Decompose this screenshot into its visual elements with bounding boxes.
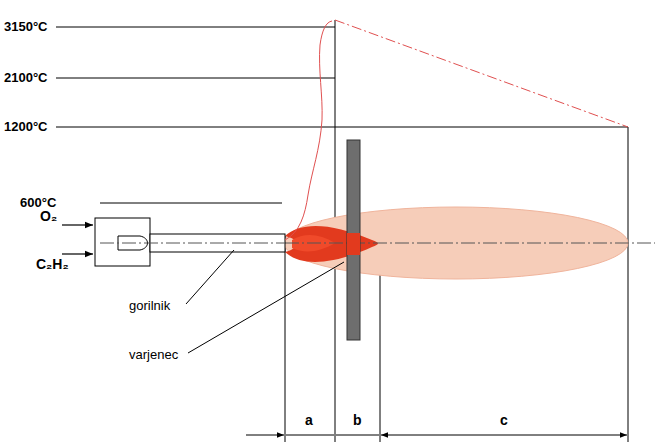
zone-label: b (353, 413, 362, 427)
temperature-label: 2100°C (4, 71, 48, 84)
part-label: gorilnik (127, 299, 172, 312)
zone-label: a (305, 413, 313, 427)
zone-label: c (500, 413, 508, 427)
temperature-label: 600°C (20, 196, 56, 209)
gas-label: C₂H₂ (36, 257, 69, 271)
part-label: varjenec (127, 348, 180, 361)
temperature-label: 1200°C (4, 120, 48, 133)
gas-label: O₂ (40, 209, 57, 223)
temperature-label: 3150°C (4, 20, 48, 33)
